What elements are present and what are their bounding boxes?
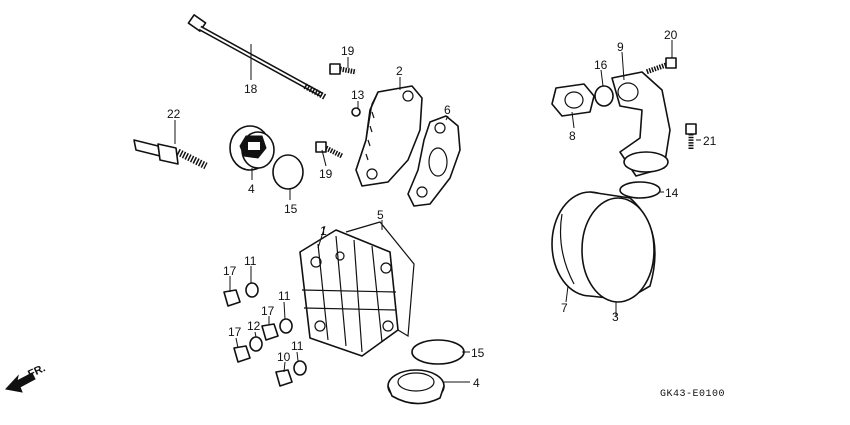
part-18-stud-bolt [187,14,327,100]
callout-4-upper: 4 [248,182,255,196]
part-9-intake-pipe [611,71,671,177]
callout-9: 9 [617,40,624,54]
callout-1: 1 [320,224,327,238]
part-21-bolt [685,123,697,150]
part-16-o-ring [594,85,614,107]
callout-11-mid: 11 [278,289,291,303]
part-14-o-ring [619,181,661,199]
part-4-filler-cap-upper [229,125,275,171]
callout-16: 16 [594,58,608,72]
callout-10: 10 [277,350,291,364]
callout-17-mid: 17 [261,304,275,318]
diagram-code: GK43-E0100 [660,389,725,400]
callout-2: 2 [396,64,403,78]
callout-14: 14 [665,186,679,200]
callout-17-bottom: 17 [228,325,242,339]
callout-12: 12 [247,319,261,333]
arrow-icon [5,372,36,393]
front-direction-indicator: FR. [5,362,47,393]
callout-21: 21 [703,134,717,148]
part-15-o-ring-upper [272,154,304,190]
callout-labels: 1 2 3 4 4 5 6 7 8 9 10 11 11 11 12 13 14… [167,28,717,390]
callout-7: 7 [561,301,568,315]
leader-lines [174,40,701,383]
callout-15-upper: 15 [284,202,298,216]
callout-8: 8 [569,129,576,143]
part-17-acorn-nut-top [223,289,241,307]
callout-13: 13 [351,88,365,102]
part-15-o-ring-lower [411,339,465,365]
part-22-spark-plug [133,139,208,170]
callout-19-lower: 19 [319,167,333,181]
part-12-washer [249,336,263,352]
callout-5: 5 [377,208,384,222]
callout-19-upper: 19 [341,44,355,58]
callout-18: 18 [244,82,258,96]
part-19-bolt-lower [315,141,344,159]
part-3-air-cleaner-housing [551,191,656,303]
part-7-seal [559,213,575,285]
callout-6: 6 [444,103,451,117]
part-17-acorn-nut-mid [261,323,279,341]
part-20-bolt [645,57,677,75]
direction-label: FR. [26,362,47,380]
part-5-cover-gasket [345,221,415,338]
callout-11-bottom: 11 [291,339,304,353]
callout-15-lower: 15 [471,346,485,360]
part-6-gasket [407,115,461,207]
part-13-washer [351,107,361,117]
part-11-washer-top [245,282,259,298]
callout-20: 20 [664,28,678,42]
callout-17-top: 17 [223,264,237,278]
part-10-nut [275,369,293,387]
callout-4-lower: 4 [473,376,480,390]
callout-11-top: 11 [244,254,257,268]
part-11-washer-mid [279,318,293,334]
part-2-side-cover [355,85,423,187]
part-19-bolt-upper [329,63,357,75]
part-1-head-cover [299,229,399,357]
callout-22: 22 [167,107,181,121]
part-8-flange-gasket [551,83,595,117]
part-4-cap-lower [387,369,445,405]
part-11-washer-bottom [293,360,307,376]
part-17-acorn-nut-bottom [233,345,251,363]
callout-3: 3 [612,310,619,324]
